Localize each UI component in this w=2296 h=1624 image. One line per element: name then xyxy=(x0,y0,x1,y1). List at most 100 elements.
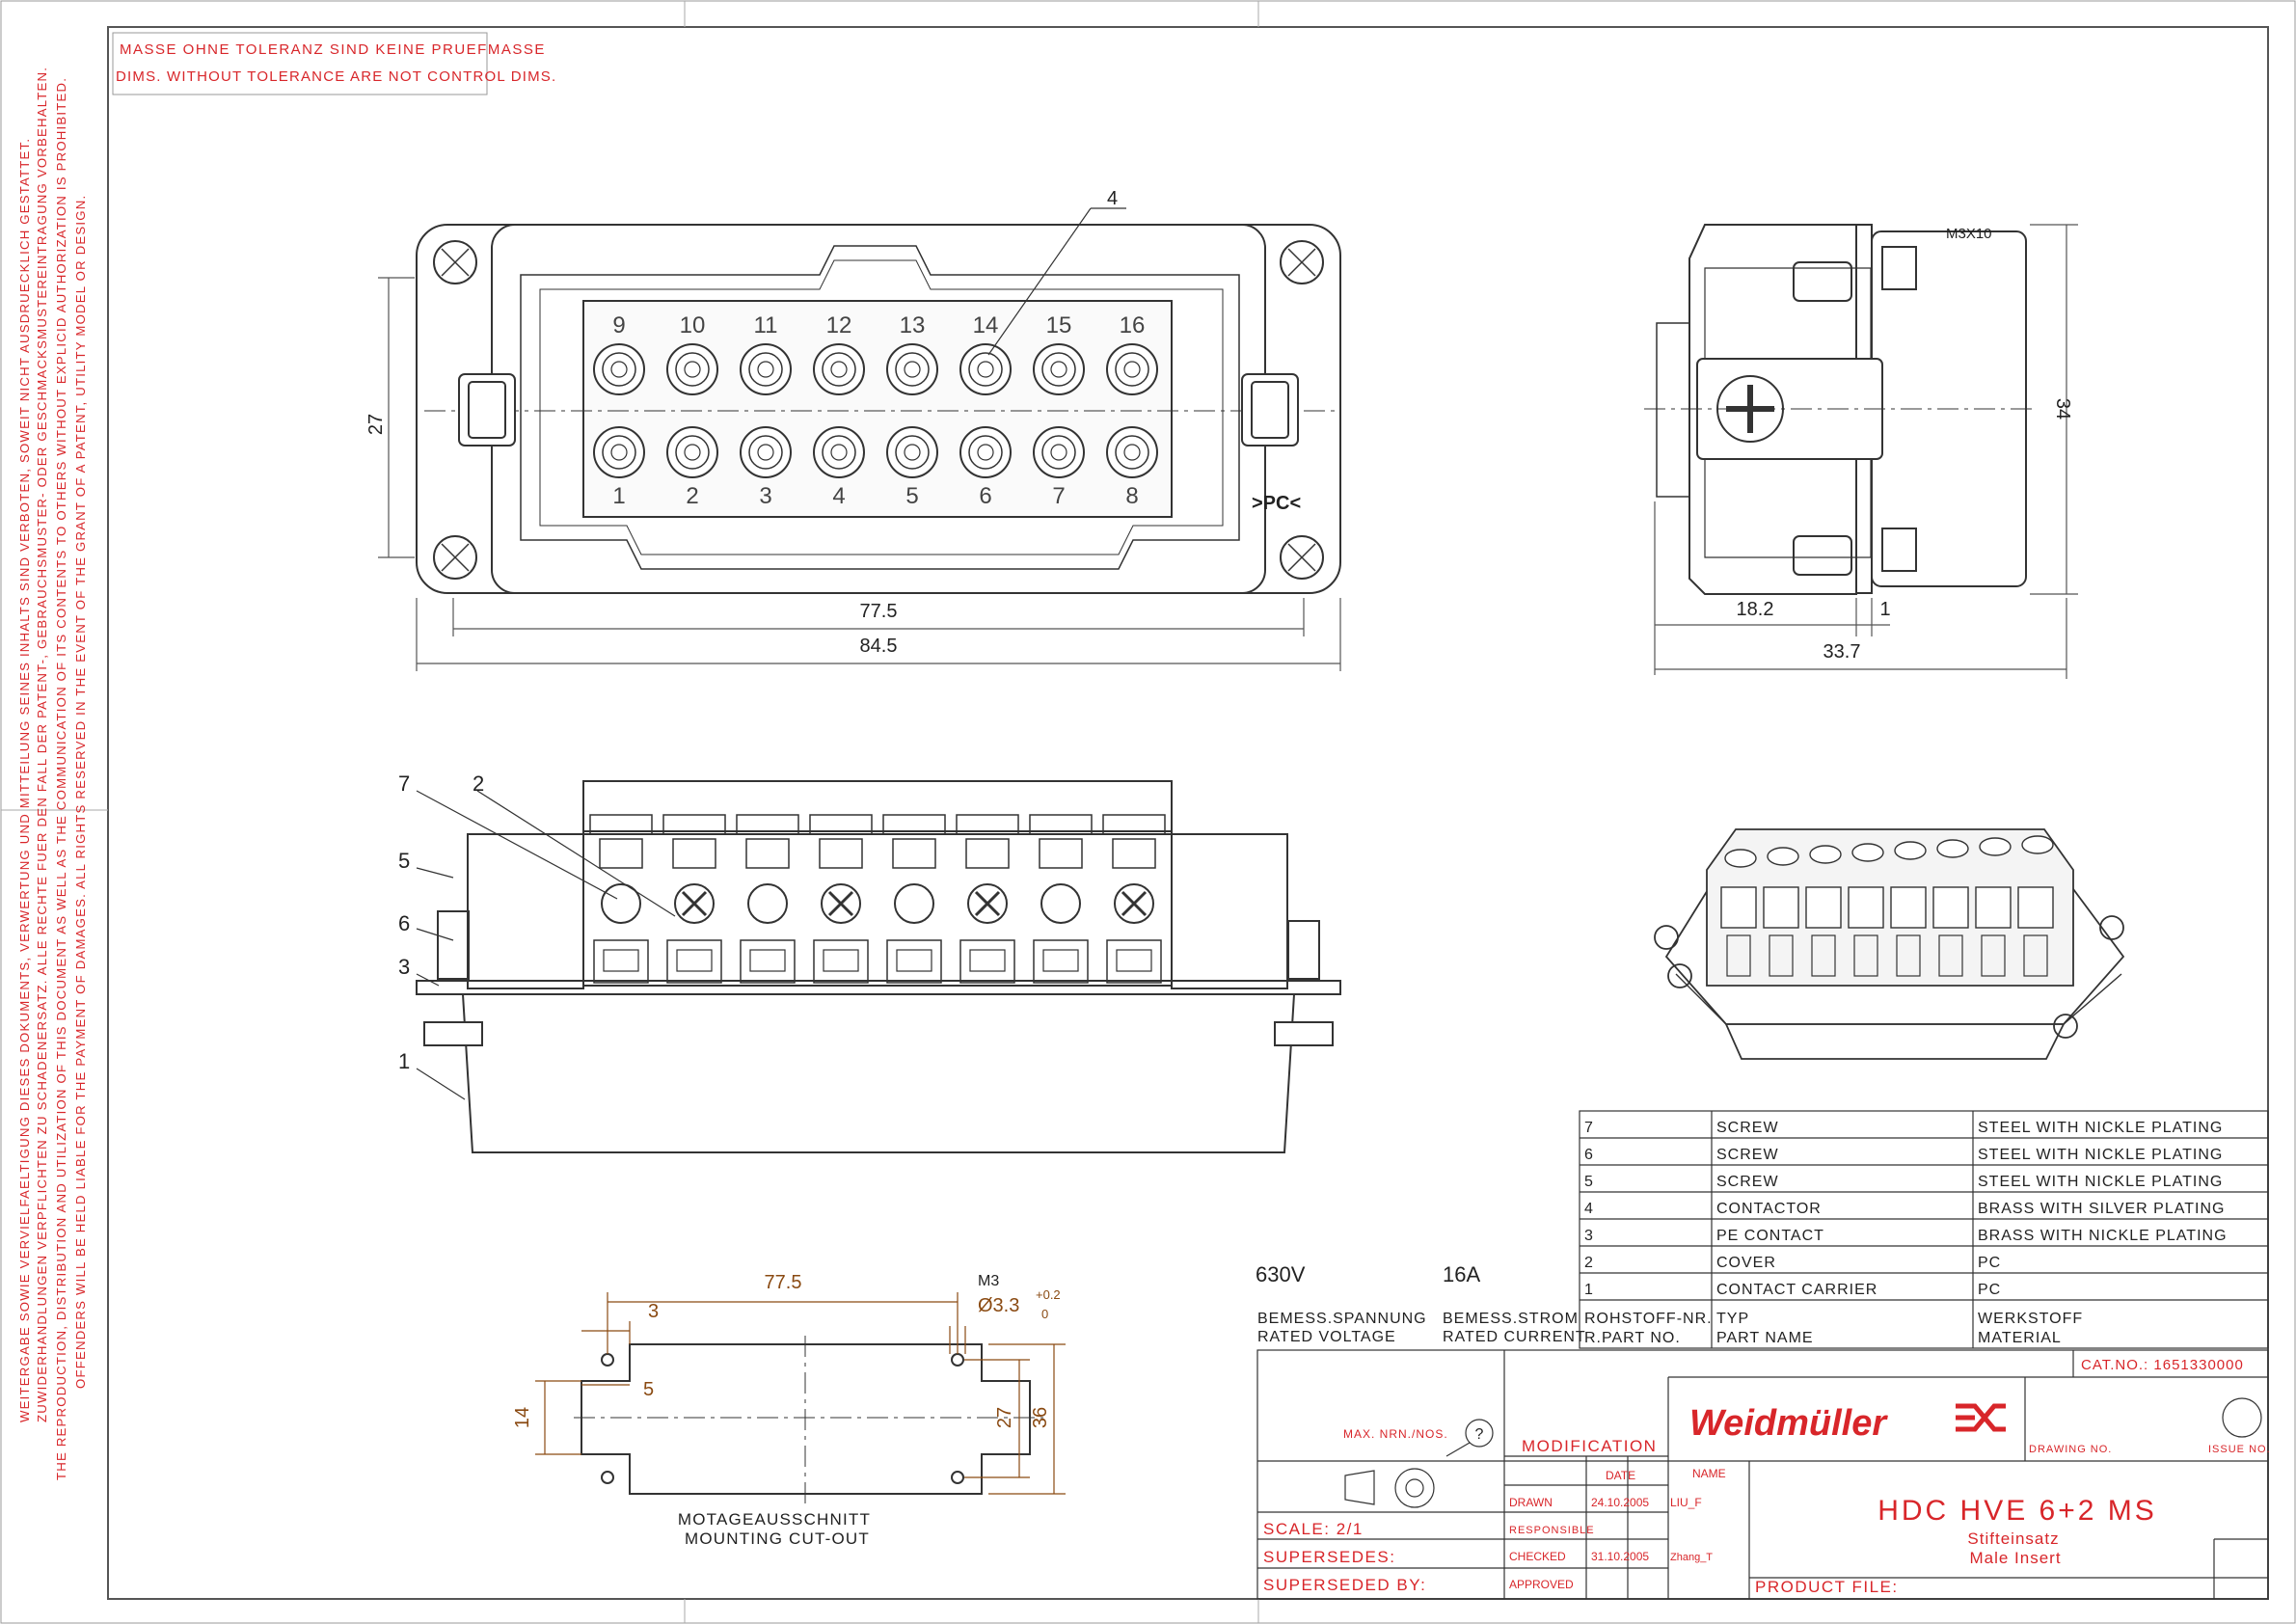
parts-row-5-material: STEEL WITH NICKLE PLATING xyxy=(1978,1174,2223,1190)
modification-label: MODIFICATION xyxy=(1522,1437,1657,1455)
elev-foot-right xyxy=(1274,1021,1334,1046)
elev-cell-screw-cross-2 xyxy=(681,890,708,917)
pin-11-core xyxy=(757,361,774,378)
iso-cell-front-1 xyxy=(1720,886,1757,929)
legal-line-4: OFFENDERS WILL BE HELD LIABLE FOR THE PA… xyxy=(73,195,88,1389)
elev-cell-clamp-3 xyxy=(740,939,796,984)
elev-cell-window-4 xyxy=(819,838,863,869)
pin-11-outer xyxy=(740,343,792,395)
elev-cell-top-3 xyxy=(736,814,799,835)
legal-notice: WEITERGABE SOWIE VERVIELFAELTIGUNG DIESE… xyxy=(17,67,88,1480)
elev-cell-top-4 xyxy=(809,814,873,835)
front-latch-right-inner xyxy=(1251,381,1289,439)
pin-label-12: 12 xyxy=(826,312,852,338)
dim-front-inner-width: 77.5 xyxy=(860,601,898,622)
parts-row-2-name: COVER xyxy=(1716,1255,1776,1271)
iso-cell-top-3 xyxy=(1809,845,1842,864)
question-mark: ? xyxy=(1475,1426,1484,1443)
dim-cutout-hole-spacing: 27 xyxy=(994,1407,1015,1428)
brand-name: Weidmüller xyxy=(1689,1403,1888,1444)
pin-2-inner xyxy=(675,435,710,470)
elev-cell-clamp-inner-5 xyxy=(896,949,932,972)
superseded-by: SUPERSEDED BY: xyxy=(1263,1576,1426,1594)
front-pins xyxy=(593,343,1158,478)
parts-row-4-no: 4 xyxy=(1584,1201,1594,1217)
cutout-caption-de: MOTAGEAUSSCHNITT xyxy=(678,1510,871,1529)
elevation-callouts xyxy=(416,790,676,1100)
side-screw-top xyxy=(1793,261,1852,302)
parts-row-2-no: 2 xyxy=(1584,1255,1594,1271)
callout-4: 4 xyxy=(1107,188,1118,209)
name-label: NAME xyxy=(1692,1467,1726,1480)
pin-label-3: 3 xyxy=(759,483,771,509)
product-en: Male Insert xyxy=(1969,1549,2061,1567)
elev-top-cover xyxy=(582,780,1173,835)
elev-cell-clamp-7 xyxy=(1033,939,1089,984)
pin-15-outer xyxy=(1033,343,1085,395)
iso-cell-front-3 xyxy=(1805,886,1842,929)
brand-logo: Weidmüller xyxy=(1689,1403,2006,1444)
front-dimensions xyxy=(378,277,1341,671)
elev-cell-screw-cross-4 xyxy=(827,890,854,917)
tolerance-note-de: MASSE OHNE TOLERANZ SIND KEINE PRUEFMASS… xyxy=(120,41,546,58)
iso-housing xyxy=(1725,1023,2065,1060)
pin-label-11: 11 xyxy=(754,312,778,338)
drawing-no-label: DRAWING NO. xyxy=(2029,1444,2112,1455)
pin-4-core xyxy=(830,444,848,461)
callout-6: 6 xyxy=(398,911,410,935)
parts-row-7-material: STEEL WITH NICKLE PLATING xyxy=(1978,1120,2223,1136)
pin-16-core xyxy=(1123,361,1141,378)
cutout-hole-dia: Ø3.3 xyxy=(978,1295,1019,1316)
iso-terminal-cells xyxy=(1720,835,2054,977)
parts-header-col2-de: TYP xyxy=(1716,1311,1749,1327)
parts-row-3-no: 3 xyxy=(1584,1228,1594,1244)
pin-7-outer xyxy=(1033,426,1085,478)
elev-screw-left xyxy=(437,910,470,980)
elev-cell-clamp-5 xyxy=(886,939,942,984)
side-view xyxy=(1644,224,2035,595)
side-screw-label: M3X10 xyxy=(1946,226,1992,242)
elev-cell-window-5 xyxy=(892,838,936,869)
legal-line-3: THE REPRODUCTION, DISTRIBUTION AND UTILI… xyxy=(54,77,68,1480)
iso-cell-clamp-7 xyxy=(1981,934,2006,977)
drawn-name: LIU_F xyxy=(1670,1496,1702,1509)
elev-cell-clamp-inner-7 xyxy=(1042,949,1079,972)
parts-row-4-material: BRASS WITH SILVER PLATING xyxy=(1978,1201,2225,1217)
iso-cell-front-6 xyxy=(1932,886,1969,929)
pin-label-10: 10 xyxy=(680,312,706,338)
elev-cell-window-1 xyxy=(599,838,643,869)
pin-16-outer xyxy=(1106,343,1158,395)
parts-row-3-material: BRASS WITH NICKLE PLATING xyxy=(1978,1228,2228,1244)
pin-12-outer xyxy=(813,343,865,395)
pin-label-7: 7 xyxy=(1052,483,1065,509)
callout-7: 7 xyxy=(398,771,410,796)
front-housing-contour-inner xyxy=(539,259,1224,555)
pin-1-outer xyxy=(593,426,645,478)
iso-cell-front-5 xyxy=(1890,886,1927,929)
dim-cutout-step: 5 xyxy=(643,1379,654,1400)
dim-front-height: 27 xyxy=(365,414,387,435)
iso-cell-top-6 xyxy=(1936,839,1969,858)
elev-cell-top-7 xyxy=(1029,814,1093,835)
elev-cell-clamp-inner-1 xyxy=(603,949,639,972)
pin-3-outer xyxy=(740,426,792,478)
rated-current-label-en: RATED CURRENT xyxy=(1443,1329,1586,1345)
pin-13-core xyxy=(904,361,921,378)
dim-cutout-edge: 3 xyxy=(648,1301,659,1322)
pin-label-5: 5 xyxy=(905,483,918,509)
pin-label-8: 8 xyxy=(1125,483,1138,509)
callout-5: 5 xyxy=(398,849,410,873)
pin-6-inner xyxy=(968,435,1003,470)
pin-4-outer xyxy=(813,426,865,478)
checked-label: CHECKED xyxy=(1509,1550,1566,1563)
pin-6-core xyxy=(977,444,994,461)
pin-14-core xyxy=(977,361,994,378)
elev-cell-top-2 xyxy=(662,814,726,835)
cat-no: CAT.NO.: 1651330000 xyxy=(2081,1357,2244,1373)
front-view xyxy=(416,224,1341,594)
parts-row-7-no: 7 xyxy=(1584,1120,1594,1136)
iso-cell-top-5 xyxy=(1894,841,1927,860)
drawing-frame xyxy=(107,26,2269,1600)
